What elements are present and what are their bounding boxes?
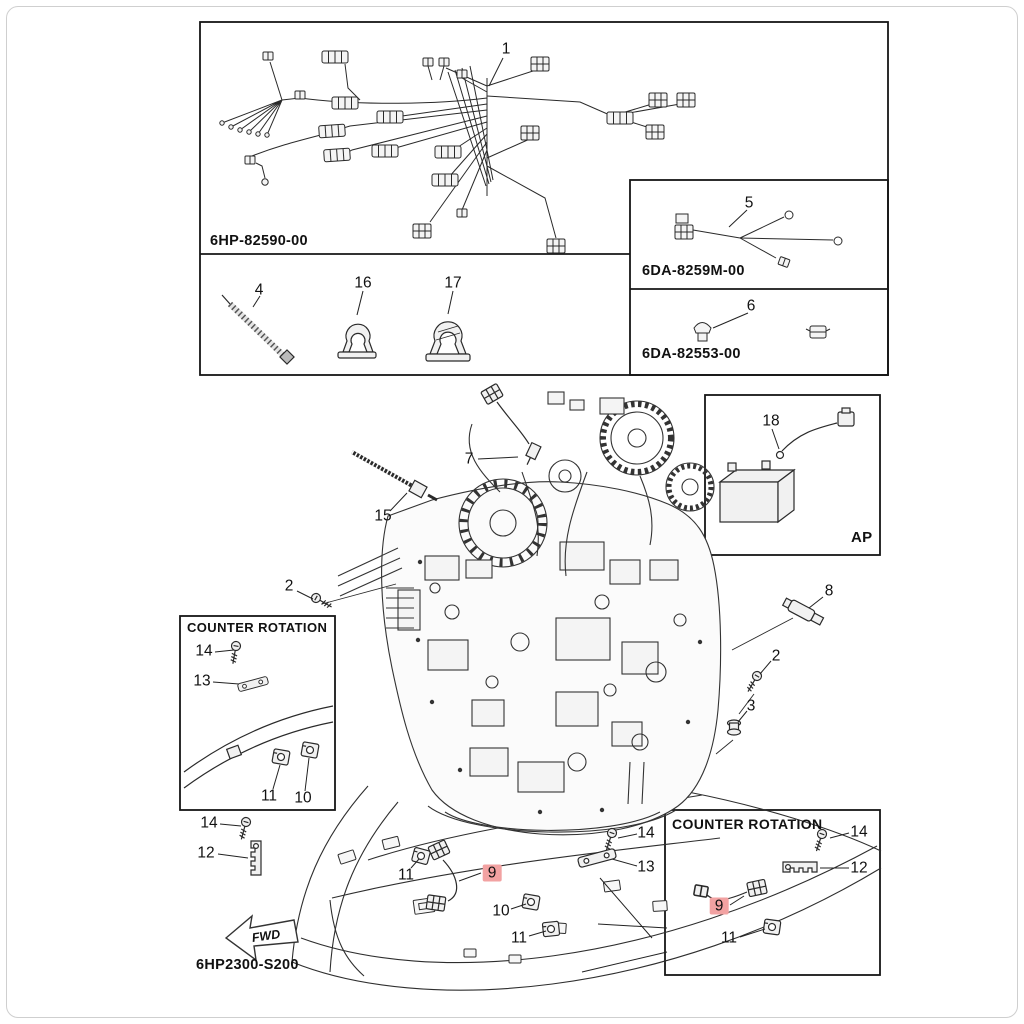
clip-part [805, 325, 831, 339]
battery-cable-18 [775, 407, 855, 460]
counter-rotation-title-left: COUNTER ROTATION [187, 620, 328, 635]
wiring-harness-drawing [219, 50, 696, 254]
callout-3[interactable]: 3 [746, 697, 756, 715]
callout-12-cr-right[interactable]: 12 [850, 859, 868, 877]
leader-lines [212, 57, 850, 973]
callout-11-cr-right[interactable]: 11 [720, 929, 738, 947]
callout-10-cr-left[interactable]: 10 [294, 789, 312, 807]
hull-outline [291, 785, 882, 991]
callout-9-cr-right[interactable]: 9 [709, 897, 729, 915]
lead-wire-9-left [410, 839, 458, 912]
section-boxes [179, 21, 889, 976]
sensor-8 [781, 597, 825, 626]
clamp-16 [337, 323, 377, 359]
callout-13-bracket-center[interactable]: 13 [637, 858, 655, 876]
callout-6[interactable]: 6 [746, 297, 756, 315]
callout-10-hull-center[interactable]: 10 [492, 902, 510, 920]
callout-11-hull-center[interactable]: 11 [510, 929, 528, 947]
sensor-15 [351, 450, 438, 502]
component-parts [183, 294, 855, 938]
callout-2-engine-right[interactable]: 2 [771, 647, 781, 665]
callout-1[interactable]: 1 [501, 40, 511, 58]
callout-17[interactable]: 17 [444, 274, 462, 292]
drawing-code: 6HP2300-S200 [196, 957, 299, 973]
callout-4[interactable]: 4 [254, 281, 264, 299]
callout-5[interactable]: 5 [744, 194, 754, 212]
grommet-part [693, 322, 712, 342]
callout-14-hull-left[interactable]: 14 [200, 814, 218, 832]
spark-plug-7 [480, 382, 542, 465]
grommet-3 [726, 719, 742, 736]
callout-18[interactable]: 18 [762, 412, 780, 430]
callout-13-cr-left[interactable]: 13 [193, 672, 211, 690]
callout-15[interactable]: 15 [374, 507, 392, 525]
part-number-grommet-set: 6DA-82553-00 [642, 346, 741, 362]
counter-rotation-title-right: COUNTER ROTATION [672, 816, 823, 832]
callout-14-cr-left[interactable]: 14 [195, 642, 213, 660]
fwd-arrow [224, 914, 299, 962]
cable-tie-4 [221, 294, 295, 365]
callout-7[interactable]: 7 [464, 450, 474, 468]
battery [718, 460, 796, 524]
callout-12-hull-left[interactable]: 12 [197, 844, 215, 862]
engine-drawing [337, 391, 722, 836]
callout-16[interactable]: 16 [354, 274, 372, 292]
lead-wire-9-right [692, 878, 768, 901]
counter-rotation-left-parts [183, 675, 334, 789]
sub-harness-drawing [674, 210, 843, 342]
callout-11-cr-left[interactable]: 11 [260, 787, 278, 805]
callout-8[interactable]: 8 [824, 582, 834, 600]
part-number-main-harness: 6HP-82590-00 [210, 233, 308, 249]
callout-9-harness-left[interactable]: 9 [482, 864, 502, 882]
part-number-sub-harness: 6DA-8259M-00 [642, 263, 745, 279]
callout-14-cr-right[interactable]: 14 [850, 823, 868, 841]
callout-2-engine-left[interactable]: 2 [284, 577, 294, 595]
callout-11-harness-left[interactable]: 11 [397, 866, 415, 884]
callout-14-bracket-center[interactable]: 14 [637, 824, 655, 842]
ap-label: AP [851, 529, 873, 546]
clamp-17 [425, 321, 471, 362]
